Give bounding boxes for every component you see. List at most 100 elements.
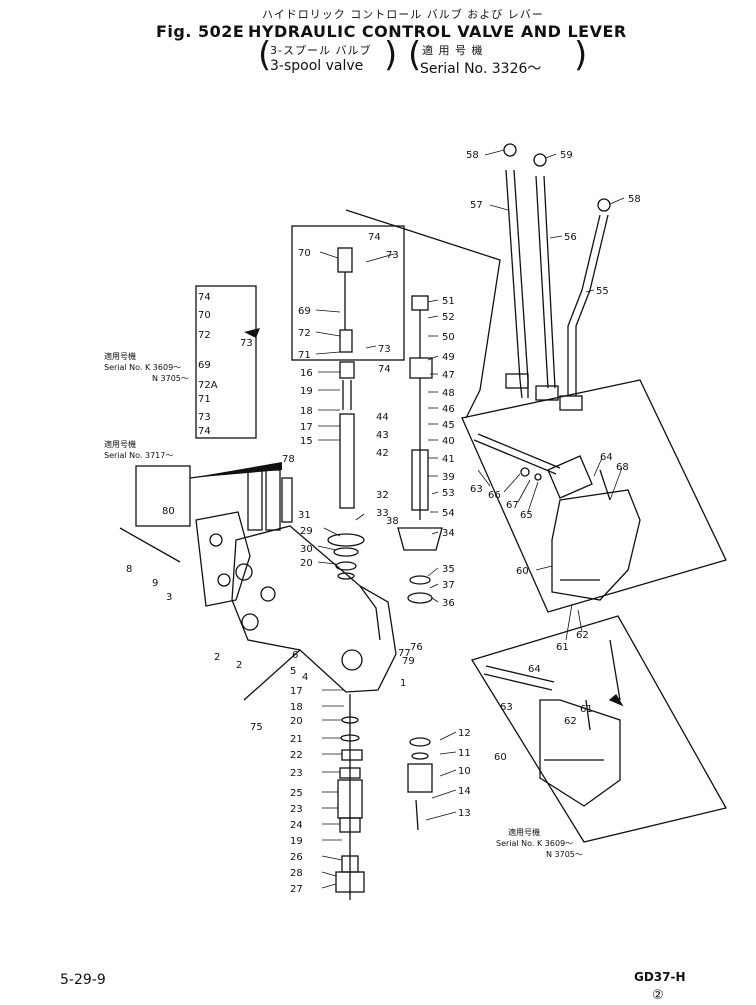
note-applicable-c-serial: Serial No. K 3609～ (496, 839, 574, 848)
callout-73d: 73 (198, 412, 211, 423)
note-applicable-a-serial: Serial No. K 3609～ (104, 363, 182, 372)
callout-64b: 64 (528, 664, 541, 675)
callout-1: 1 (400, 678, 406, 689)
callout-18b: 18 (290, 702, 303, 713)
callout-39: 39 (442, 472, 455, 483)
callout-2b: 2 (236, 660, 242, 671)
callout-76: 76 (410, 642, 423, 653)
callout-74d: 74 (198, 426, 211, 437)
callout-49: 49 (442, 352, 455, 363)
callout-13: 13 (458, 808, 471, 819)
note-applicable-b-serial: Serial No. 3717～ (104, 451, 174, 460)
left-detail-box (195, 285, 257, 439)
callout-44: 44 (376, 412, 389, 423)
callout-71b: 71 (198, 394, 211, 405)
callout-17: 17 (300, 422, 313, 433)
callout-60b: 60 (494, 752, 507, 763)
page-number: 5-29-9 (60, 972, 106, 988)
spool-detail-box (291, 225, 405, 361)
callout-2: 2 (214, 652, 220, 663)
paren-right-open: ( (408, 35, 422, 75)
callout-36: 36 (442, 598, 455, 609)
callout-78: 78 (282, 454, 295, 465)
callout-23: 23 (290, 768, 303, 779)
inset-80-box (135, 465, 191, 527)
callout-9: 9 (152, 578, 158, 589)
callout-77: 77 (398, 648, 411, 659)
callout-75: 75 (250, 722, 263, 733)
callout-70: 70 (298, 248, 311, 259)
callout-6: 6 (292, 650, 298, 661)
note-applicable-a-jp: 適用号機 (104, 352, 136, 361)
callout-40: 40 (442, 436, 455, 447)
page-title: HYDRAULIC CONTROL VALVE AND LEVER (248, 22, 627, 41)
callout-57: 57 (470, 200, 483, 211)
callout-62: 62 (576, 630, 589, 641)
callout-10: 10 (458, 766, 471, 777)
callout-31: 31 (298, 510, 311, 521)
callout-21: 21 (290, 734, 303, 745)
subtitle-left: 3-spool valve (270, 58, 364, 74)
subtitle-left-japanese: 3-スプール バルブ (270, 44, 372, 57)
sheet-number: ② (652, 988, 664, 1003)
bracket-panel-upper (461, 379, 727, 613)
model-code: GD37-H (634, 970, 686, 984)
subtitle-right: Serial No. 3326～ (420, 61, 542, 77)
callout-20b: 20 (290, 716, 303, 727)
callout-35: 35 (442, 564, 455, 575)
callout-24: 24 (290, 820, 303, 831)
callout-51: 51 (442, 296, 455, 307)
callout-25: 25 (290, 788, 303, 799)
callout-26: 26 (290, 852, 303, 863)
callout-58b: 58 (628, 194, 641, 205)
callout-18: 18 (300, 406, 313, 417)
callout-62b: 62 (564, 716, 577, 727)
callout-16: 16 (300, 368, 313, 379)
callout-73c: 73 (240, 338, 253, 349)
callout-33: 33 (376, 508, 389, 519)
callout-72a: 72A (198, 380, 218, 391)
callout-74: 74 (368, 232, 381, 243)
callout-48: 48 (442, 388, 455, 399)
figure-number: Fig. 502E (156, 22, 245, 41)
callout-19b: 19 (290, 836, 303, 847)
callout-23b: 23 (290, 804, 303, 815)
paren-right-close: ) (574, 35, 588, 75)
callout-50: 50 (442, 332, 455, 343)
callout-46: 46 (442, 404, 455, 415)
callout-42: 42 (376, 448, 389, 459)
callout-15: 15 (300, 436, 313, 447)
paren-left-open: ( (258, 35, 272, 75)
callout-53: 53 (442, 488, 455, 499)
callout-22: 22 (290, 750, 303, 761)
callout-29: 29 (300, 526, 313, 537)
callout-3: 3 (166, 592, 172, 603)
callout-61: 61 (556, 642, 569, 653)
subtitle-right-japanese: 適 用 号 機 (422, 44, 484, 57)
callout-73b: 73 (378, 344, 391, 355)
callout-5: 5 (290, 666, 296, 677)
callout-41: 41 (442, 454, 455, 465)
callout-74c: 74 (198, 292, 211, 303)
note-applicable-b-jp: 適用号機 (104, 440, 136, 449)
callout-43: 43 (376, 430, 389, 441)
note-applicable-c-serial-2: N 3705～ (546, 850, 583, 859)
bracket-panel-lower (471, 615, 727, 843)
callout-72: 72 (298, 328, 311, 339)
callout-72b: 72 (198, 330, 211, 341)
callout-17b: 17 (290, 686, 303, 697)
callout-27: 27 (290, 884, 303, 895)
callout-63b: 63 (500, 702, 513, 713)
callout-55: 55 (596, 286, 609, 297)
callout-37: 37 (442, 580, 455, 591)
callout-28: 28 (290, 868, 303, 879)
callout-69b: 69 (198, 360, 211, 371)
callout-73: 73 (386, 250, 399, 261)
title-japanese: ハイドロリック コントロール バルブ および レバー (262, 8, 544, 21)
callout-52: 52 (442, 312, 455, 323)
callout-8: 8 (126, 564, 132, 575)
callout-71: 71 (298, 350, 311, 361)
callout-63: 63 (470, 484, 483, 495)
callout-47: 47 (442, 370, 455, 381)
